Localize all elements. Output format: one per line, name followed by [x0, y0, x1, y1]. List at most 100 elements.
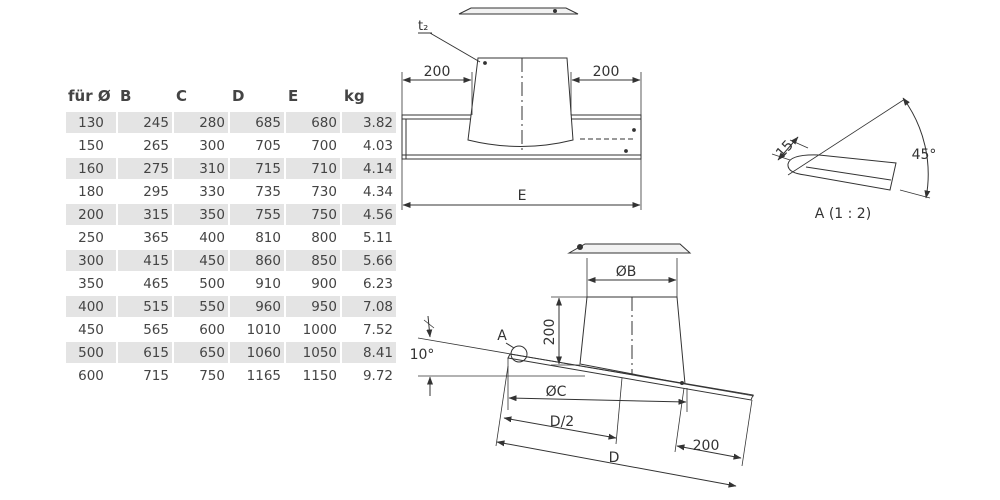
detail-ref-line: [787, 98, 906, 176]
table-cell: 910: [255, 275, 281, 292]
table-cell: 350: [78, 275, 104, 292]
table-cell: 295: [143, 183, 169, 200]
bottom-cap-rivet: [577, 244, 583, 250]
detail-caption: A (1 : 2): [815, 206, 871, 222]
table-cell: 3.82: [342, 112, 396, 133]
table-cell: 7.52: [362, 321, 393, 338]
dim-200-left: 200: [424, 64, 451, 80]
table-cell: 4.14: [342, 158, 396, 179]
label-t2: t₂: [418, 19, 428, 34]
table-cell: 310: [174, 158, 228, 179]
table-cell: 1060: [230, 342, 284, 363]
table-cell: 685: [230, 112, 284, 133]
label-a: A: [497, 328, 507, 344]
table-cell: 250: [78, 229, 104, 246]
bottom-plate: [507, 353, 754, 401]
table-cell: 850: [286, 250, 340, 271]
bottom-ref-line: [417, 337, 755, 397]
detail-dim-15-line: [777, 136, 799, 161]
table-cell: 400: [199, 229, 225, 246]
table-cell: 280: [174, 112, 228, 133]
table-cell: 735: [255, 183, 281, 200]
dim-c-line: [508, 395, 687, 405]
table-cell: 600: [199, 321, 225, 338]
dim-d-half: D/2: [550, 414, 574, 430]
table-cell: 7.08: [342, 296, 396, 317]
table-cell: 8.41: [342, 342, 396, 363]
table-cell: 415: [118, 250, 172, 271]
table-cell: 180: [78, 183, 104, 200]
table-cell: 465: [143, 275, 169, 292]
table-cell: 4.56: [342, 204, 396, 225]
top-rivet-2: [632, 128, 636, 132]
header-d: D: [232, 87, 245, 105]
table-cell: 1150: [302, 367, 337, 384]
table-cell: 680: [286, 112, 340, 133]
table-cell: 515: [118, 296, 172, 317]
table-cell: 5.11: [362, 229, 393, 246]
dim-200s-ext-2: [741, 399, 753, 467]
table-cell: 9.72: [362, 367, 393, 384]
detail-angle: 45°: [912, 147, 937, 163]
table-cell: 450: [174, 250, 228, 271]
table-cell: 330: [199, 183, 225, 200]
table-cell: 275: [118, 158, 172, 179]
table-cell: 705: [255, 137, 281, 154]
top-cone: [467, 57, 574, 147]
table-cell: 245: [118, 112, 172, 133]
table-cell: 710: [286, 158, 340, 179]
table-cell: 1010: [246, 321, 281, 338]
table-cell: 800: [311, 229, 337, 246]
table-cell: 130: [66, 112, 116, 133]
header-kg: kg: [344, 87, 365, 105]
header-c: C: [176, 87, 188, 105]
table-cell: 900: [311, 275, 337, 292]
table-header-row: für Ø B C D E kg: [66, 86, 396, 110]
detail-inner-line: [805, 166, 892, 181]
dim-c: ØC: [546, 384, 567, 400]
top-cap-rivet: [553, 9, 557, 13]
table-cell: 950: [286, 296, 340, 317]
dim-d2-line: [503, 416, 617, 440]
table-cell: 810: [255, 229, 281, 246]
top-rivet-3: [624, 149, 628, 153]
dim-200s-ext-1: [674, 387, 685, 453]
table-cell: 300: [66, 250, 116, 271]
dim-200-sloped: 200: [693, 438, 720, 454]
header-b: B: [120, 87, 132, 105]
table-cell: 550: [174, 296, 228, 317]
table-cell: 1050: [286, 342, 340, 363]
dim-e: E: [518, 188, 527, 204]
dim-d-line: [496, 440, 737, 488]
dim-200-right: 200: [593, 64, 620, 80]
dim-d: D: [609, 450, 620, 466]
table-cell: 730: [311, 183, 337, 200]
table-cell: 300: [199, 137, 225, 154]
table-cell: 600: [78, 367, 104, 384]
table-cell: 860: [230, 250, 284, 271]
table-cell: 6.23: [362, 275, 393, 292]
table-cell: 400: [66, 296, 116, 317]
detail-a-leader: [505, 342, 515, 349]
table-cell: 5.66: [342, 250, 396, 271]
dim-d2-ext: [615, 377, 623, 445]
table-cell: 450: [78, 321, 104, 338]
top-cap: [458, 7, 579, 15]
table-cell: 1000: [302, 321, 337, 338]
table-cell: 4.03: [362, 137, 393, 154]
detail-a: [771, 97, 931, 199]
table-cell: 350: [174, 204, 228, 225]
table-cell: 960: [230, 296, 284, 317]
table-cell: 150: [78, 137, 104, 154]
angle-10: 10°: [410, 347, 435, 363]
table-cell: 615: [118, 342, 172, 363]
